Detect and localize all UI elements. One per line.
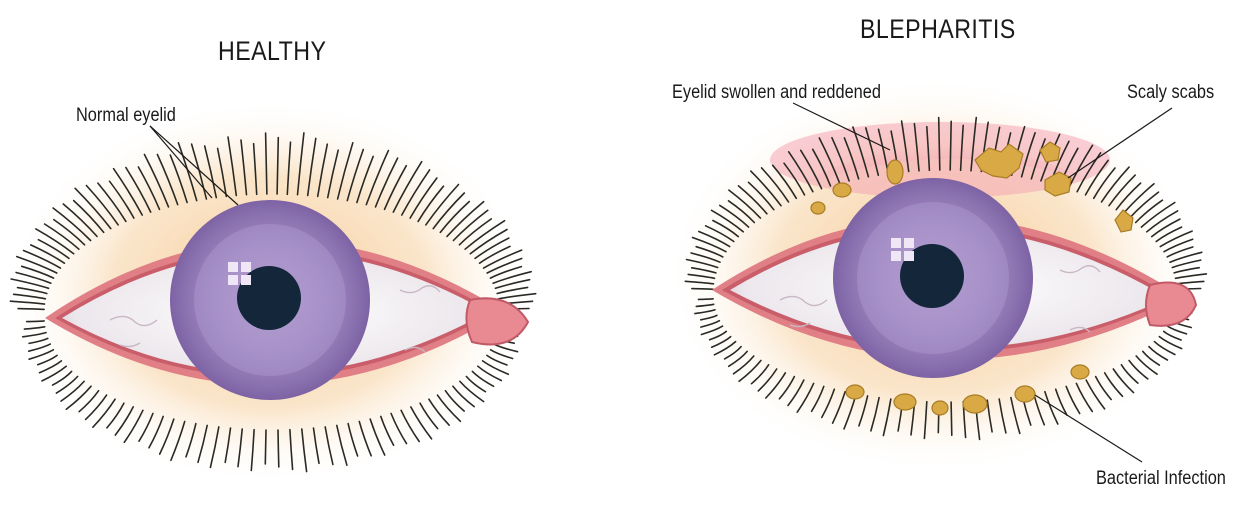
healthy-title: HEALTHY	[218, 36, 326, 67]
eyelash	[27, 321, 44, 322]
bacterial-infection-label: Bacterial Infection	[1096, 468, 1226, 490]
eyelash	[692, 289, 713, 290]
blepharitis-eye	[665, 75, 1206, 475]
scaly-scabs-label: Scaly scabs	[1127, 82, 1214, 104]
normal-eyelid-label: Normal eyelid	[76, 105, 176, 127]
healthy-eye	[5, 97, 536, 487]
blepharitis-title: BLEPHARITIS	[860, 14, 1016, 45]
eyelash	[265, 430, 266, 464]
eyelash	[951, 402, 952, 435]
eyelash	[18, 309, 44, 310]
eyelash	[939, 118, 940, 171]
eyelid-swollen-label: Eyelid swollen and reddened	[672, 82, 881, 104]
eyelash	[950, 121, 951, 170]
eyelash	[278, 430, 279, 467]
eyelash	[698, 299, 713, 300]
